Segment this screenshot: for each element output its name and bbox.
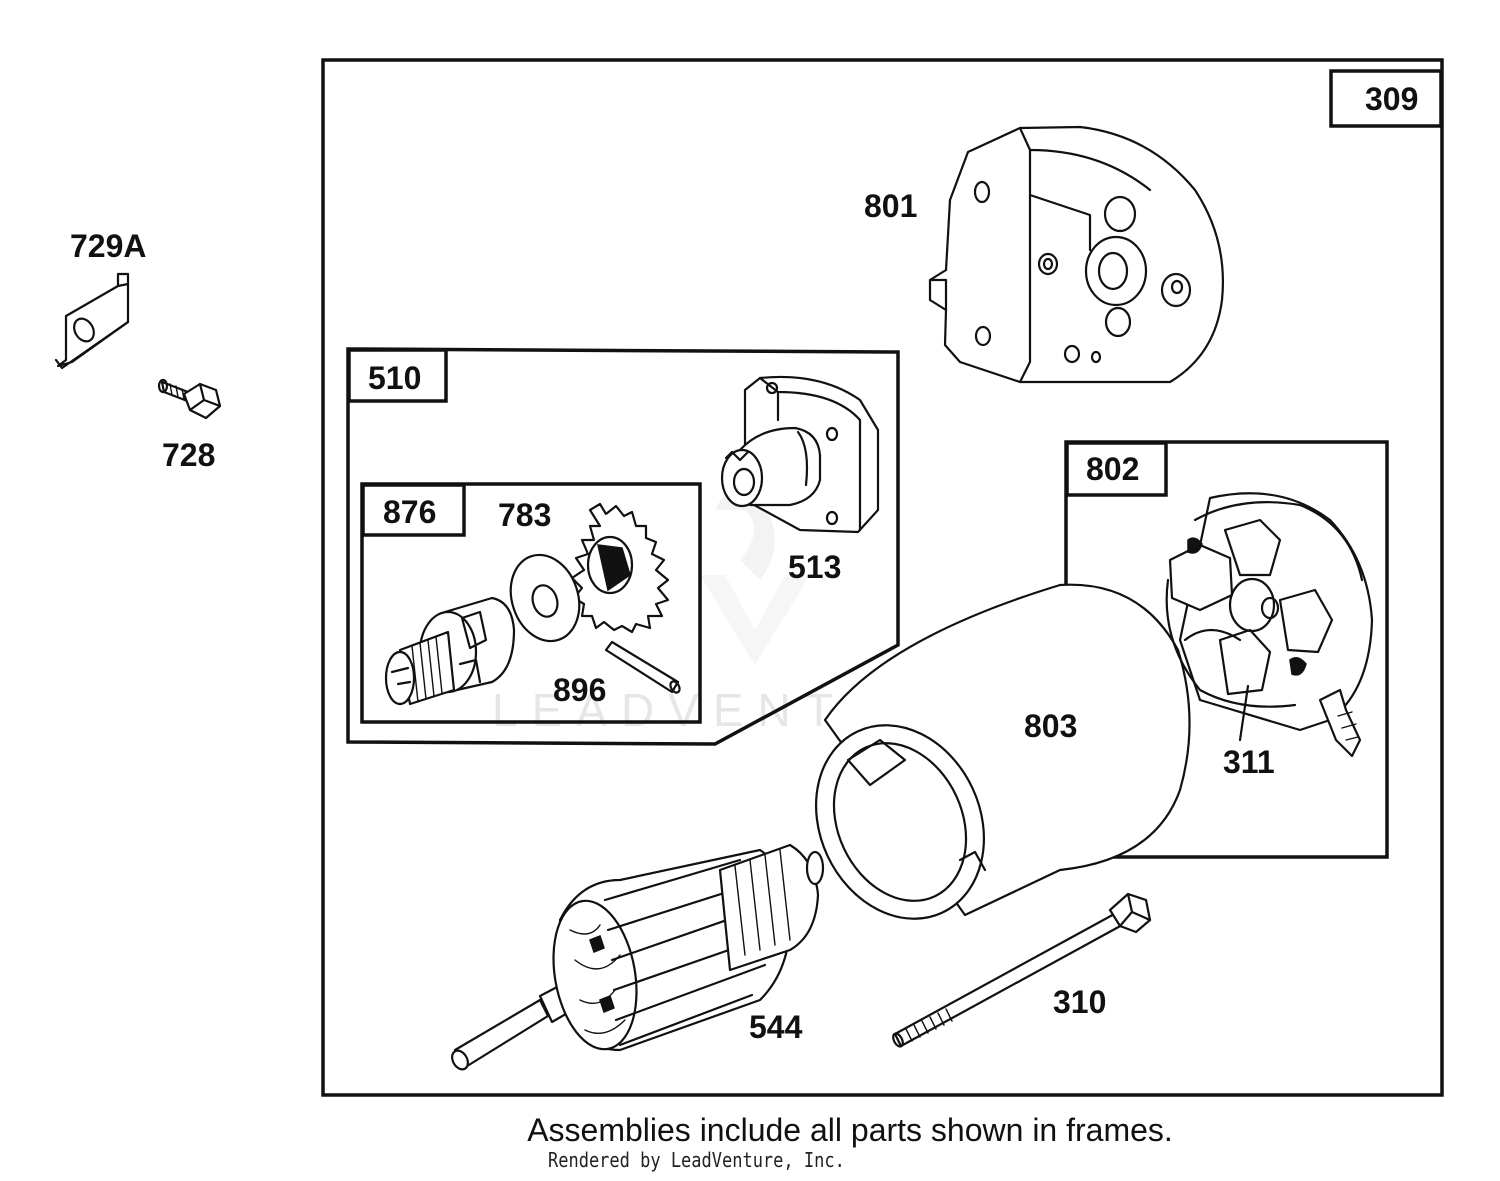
footer-note: Assemblies include all parts shown in fr… <box>527 1112 1173 1148</box>
frame-309 <box>321 58 1444 1097</box>
label-876[interactable]: 876 <box>383 494 436 530</box>
frame-510-tag <box>347 348 448 403</box>
label-310[interactable]: 310 <box>1053 984 1106 1020</box>
frame-876-tag <box>361 483 466 537</box>
frame-309-tag <box>1329 69 1443 128</box>
label-510[interactable]: 510 <box>368 360 421 396</box>
label-513[interactable]: 513 <box>788 549 841 585</box>
motor-housing-803-icon <box>814 583 1191 920</box>
frame-876 <box>360 482 702 724</box>
label-803[interactable]: 803 <box>1024 708 1077 744</box>
frame-510 <box>346 347 900 746</box>
pin-896-icon <box>604 640 681 694</box>
label-309[interactable]: 309 <box>1365 81 1418 117</box>
label-801[interactable]: 801 <box>864 188 917 224</box>
label-544[interactable]: 544 <box>749 1009 803 1045</box>
armature-544-icon <box>451 843 825 1071</box>
leader-311 <box>1238 684 1250 742</box>
label-802[interactable]: 802 <box>1086 451 1139 487</box>
watermark-logo-icon <box>700 487 810 665</box>
bolt-728-icon <box>157 378 222 420</box>
end-plate-801-icon <box>928 125 1224 384</box>
bracket-729a-icon <box>54 272 130 370</box>
label-729a[interactable]: 729A <box>70 228 147 264</box>
frame-802-tag <box>1065 441 1168 497</box>
label-783[interactable]: 783 <box>498 497 551 533</box>
through-bolt-310-icon <box>892 892 1152 1048</box>
label-896[interactable]: 896 <box>553 672 606 708</box>
drive-housing-513-icon <box>720 375 880 534</box>
credit-text: Rendered by LeadVenture, Inc. <box>548 1148 845 1172</box>
label-311[interactable]: 311 <box>1223 744 1275 780</box>
washer-icon <box>509 553 581 643</box>
pinion-gear-783-icon <box>570 502 670 634</box>
brush-assembly-311-icon <box>1165 492 1374 758</box>
label-728[interactable]: 728 <box>162 437 215 473</box>
clutch-assembly-icon <box>384 596 516 706</box>
